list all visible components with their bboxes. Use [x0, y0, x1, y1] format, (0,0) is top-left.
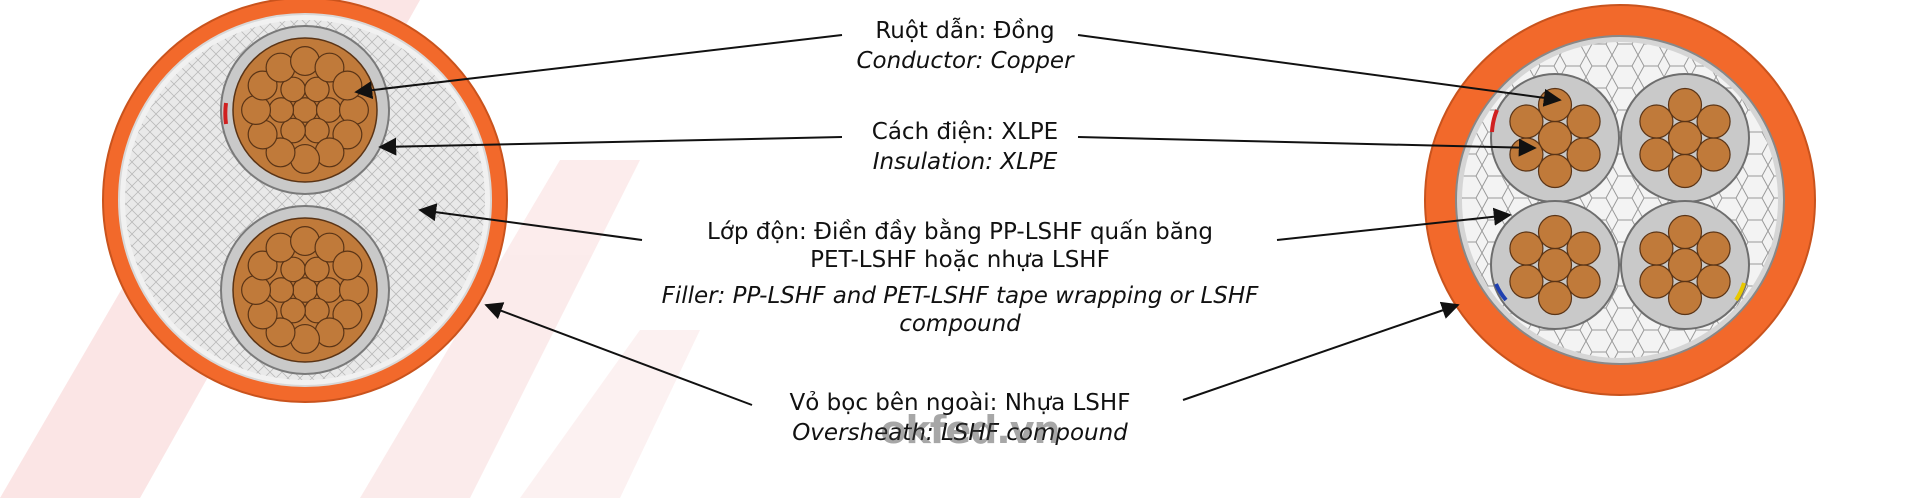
strand	[1696, 104, 1731, 139]
four-core-cable	[1424, 4, 1816, 396]
strand	[1509, 137, 1544, 172]
strand	[1537, 247, 1573, 283]
conductor-label: Ruột dẫn: Đồng Conductor: Copper	[810, 16, 1120, 76]
strand	[332, 250, 363, 281]
oversheath-arrow-left	[484, 302, 753, 406]
filler-arrow-left	[418, 203, 643, 241]
strand	[247, 70, 278, 101]
strand	[1509, 104, 1544, 139]
phase-mark	[1734, 282, 1746, 302]
core-3	[1490, 200, 1620, 330]
conductor-label-en: Conductor: Copper	[856, 48, 1074, 74]
strand	[1566, 231, 1601, 266]
strand	[1566, 137, 1601, 172]
strand	[1696, 231, 1731, 266]
watermark-text: okfed.vn	[880, 408, 1060, 452]
oversheath-label-vi: Vỏ bọc bên ngoài: Nhựa LSHF	[789, 390, 1131, 416]
filler-left	[125, 20, 485, 380]
core-2	[220, 205, 390, 375]
oversheath-label: Vỏ bọc bên ngoài: Nhựa LSHF Oversheath: …	[730, 388, 1190, 448]
filler-label-vi-line2: PET-LSHF hoặc nhựa LSHF	[810, 247, 1110, 273]
strand	[332, 299, 363, 330]
strand	[1639, 137, 1674, 172]
strand	[1537, 280, 1573, 316]
filler-label: Lớp độn: Điền đầy bằng PP-LSHF quấn băng…	[610, 218, 1310, 338]
filler-arrow-right	[1276, 207, 1512, 241]
strand	[1639, 104, 1674, 139]
strand	[1537, 214, 1573, 250]
strand	[1639, 264, 1674, 299]
strand	[1537, 153, 1573, 189]
strand	[280, 297, 306, 324]
strand	[1566, 264, 1601, 299]
two-core-cable	[102, 0, 508, 403]
strand	[1509, 231, 1544, 266]
insulation-arrow-right	[1077, 136, 1537, 157]
phase-mark	[1490, 109, 1499, 133]
oversheath-label-en: Oversheath: LSHF compound	[792, 420, 1128, 446]
insulation-label: Cách điện: XLPE Insulation: XLPE	[810, 117, 1120, 177]
strand	[1537, 120, 1573, 156]
strand	[1696, 137, 1731, 172]
strand	[280, 117, 306, 144]
strand	[304, 76, 330, 103]
insulation-label-en: Insulation: XLPE	[872, 149, 1058, 175]
strand	[314, 52, 345, 83]
strand	[332, 70, 363, 101]
strand	[1509, 264, 1544, 299]
strand	[314, 232, 345, 263]
strand	[1667, 87, 1703, 123]
core-1	[220, 25, 390, 195]
strand	[304, 256, 330, 283]
strand	[265, 137, 296, 168]
strand	[265, 317, 296, 348]
filler-label-vi-line1: Lớp độn: Điền đầy bằng PP-LSHF quấn băng	[707, 219, 1213, 245]
core-4	[1620, 200, 1750, 330]
strand	[1566, 104, 1601, 139]
strand	[1667, 214, 1703, 250]
strand	[247, 250, 278, 281]
conductor-label-vi: Ruột dẫn: Đồng	[875, 18, 1055, 44]
strand	[1537, 87, 1573, 123]
insulation-label-vi: Cách điện: XLPE	[871, 119, 1059, 145]
insulation-arrow-left	[378, 136, 843, 156]
filler-label-en-line1: Filler: PP-LSHF and PET-LSHF tape wrappi…	[661, 283, 1259, 309]
oversheath-arrow-right	[1182, 301, 1460, 401]
strand	[1667, 247, 1703, 283]
phase-mark	[1494, 283, 1508, 302]
core-2	[1620, 73, 1750, 203]
conductor-arrow-right	[1077, 34, 1562, 107]
strand	[332, 119, 363, 150]
strand	[1667, 153, 1703, 189]
strand	[1667, 280, 1703, 316]
strand	[1639, 231, 1674, 266]
filler-label-en-line2: compound	[899, 311, 1021, 337]
conductor-arrow-left	[354, 34, 843, 100]
strand	[1667, 120, 1703, 156]
phase-mark-red	[223, 102, 228, 125]
leader-lines	[354, 34, 1562, 406]
strand	[1696, 264, 1731, 299]
